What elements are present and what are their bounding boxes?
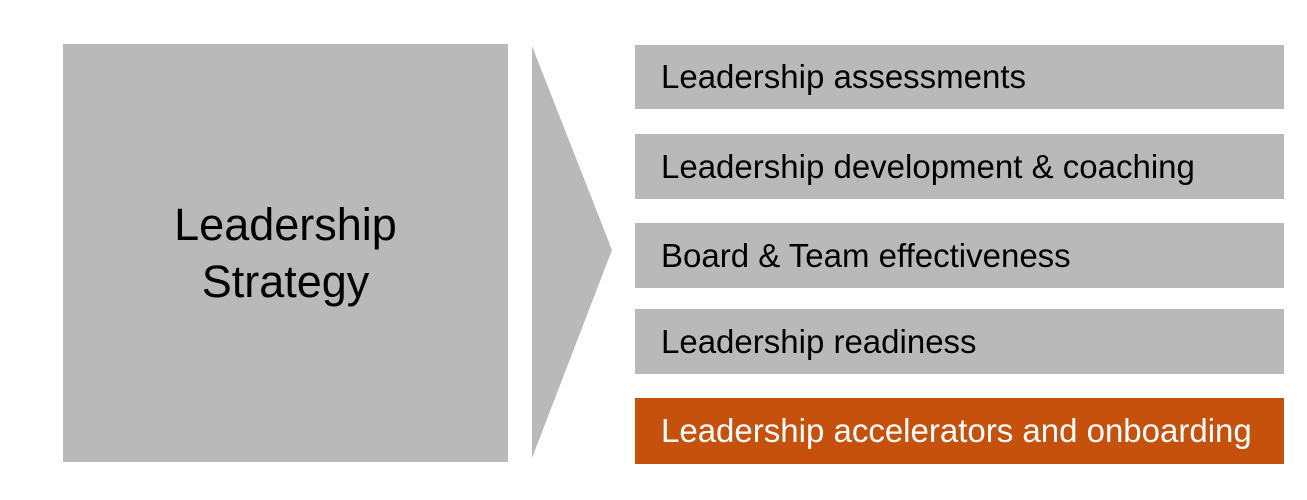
leadership-strategy-title-line-2: Strategy — [201, 256, 370, 307]
leadership-strategy-box: Leadership Strategy — [63, 44, 508, 462]
bar-leadership-accelerators-onboarding: Leadership accelerators and onboarding — [635, 398, 1284, 464]
bar-leadership-development-coaching: Leadership development & coaching — [635, 134, 1284, 199]
bar-label: Board & Team effectiveness — [661, 236, 1071, 274]
leadership-strategy-title-line-1: Leadership — [174, 199, 397, 250]
bar-label: Leadership accelerators and onboarding — [661, 412, 1252, 449]
right-arrow-icon — [532, 46, 612, 458]
bar-label: Leadership readiness — [661, 322, 977, 360]
bar-leadership-assessments: Leadership assessments — [635, 45, 1284, 109]
bar-label: Leadership assessments — [661, 58, 1027, 95]
bar-label: Leadership development & coaching — [661, 147, 1195, 185]
bar-leadership-readiness: Leadership readiness — [635, 309, 1284, 374]
bar-board-team-effectiveness: Board & Team effectiveness — [635, 223, 1284, 288]
